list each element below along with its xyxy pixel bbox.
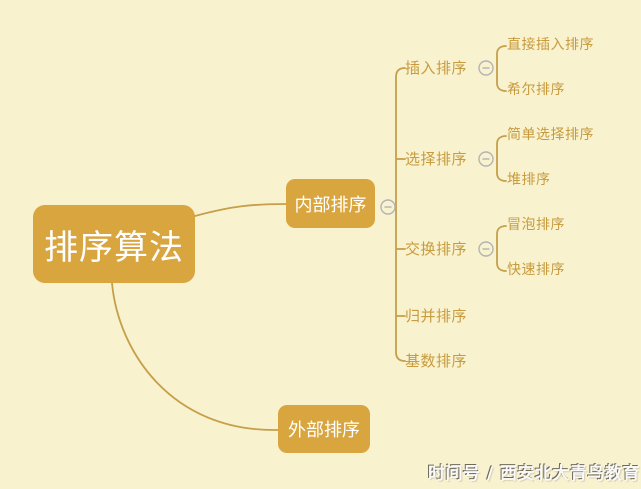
node-simple-selection-sort[interactable]: 简单选择排序 (507, 127, 594, 143)
node-quick-sort[interactable]: 快速排序 (507, 262, 565, 278)
node-exchange-sort[interactable]: 交换排序 (405, 240, 468, 258)
collapse-minus-icon-exchange[interactable] (478, 241, 494, 257)
node-shell-sort[interactable]: 希尔排序 (507, 82, 565, 98)
node-direct-insertion-sort[interactable]: 直接插入排序 (507, 37, 594, 53)
node-radix-sort[interactable]: 基数排序 (405, 352, 468, 370)
node-external-sort[interactable]: 外部排序 (278, 405, 370, 453)
collapse-minus-icon-insertion[interactable] (478, 60, 494, 76)
collapse-minus-icon-selection[interactable] (478, 151, 494, 167)
node-bubble-sort[interactable]: 冒泡排序 (507, 217, 565, 233)
brace-insertion-children (496, 45, 507, 92)
node-insertion-sort[interactable]: 插入排序 (405, 59, 468, 77)
brace-selection-children (496, 135, 507, 182)
brace-internal-children (395, 67, 406, 362)
watermark-text: 时间号 / 西安北大青鸟教育 (427, 464, 640, 484)
connector-root-external (111, 282, 279, 431)
node-merge-sort[interactable]: 归并排序 (405, 307, 468, 325)
internal-sort-label: 内部排序 (294, 194, 367, 216)
root-node-label: 排序算法 (44, 227, 184, 268)
connector-root-internal (194, 203, 287, 217)
brace-exchange-children (496, 225, 507, 272)
collapse-minus-icon-internal[interactable] (380, 199, 396, 215)
external-sort-label: 外部排序 (288, 420, 360, 441)
node-internal-sort[interactable]: 内部排序 (286, 179, 375, 228)
root-node-sorting-algorithms[interactable]: 排序算法 (33, 205, 195, 283)
node-heap-sort[interactable]: 堆排序 (507, 172, 551, 188)
node-selection-sort[interactable]: 选择排序 (405, 150, 468, 168)
